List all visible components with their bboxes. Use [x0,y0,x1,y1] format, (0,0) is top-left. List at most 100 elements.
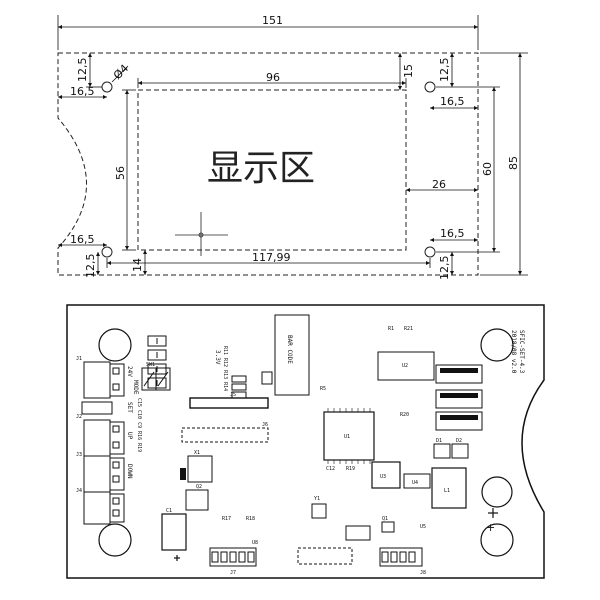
small-ic-left [180,468,186,480]
dim-tr-top: 12,5 [438,58,451,83]
dim-overall-width: 151 [262,14,283,27]
barcode-label: BAR CODE [286,335,293,364]
cap-c1 [161,513,187,551]
pcb-hole-tl [98,328,132,362]
ref-j2: J2 [76,414,82,420]
button-down-label: DOWN [126,464,133,479]
resistor-array [231,371,273,399]
display-area-label: 显示区 [207,148,315,189]
dim-br-bottom: 12,5 [438,256,451,281]
label-24v: 24V [126,366,133,377]
dim-display-right: 26 [432,178,446,191]
power-inductors [435,364,483,431]
ref-sw1: SW1 [146,362,155,368]
dim-display-height: 56 [114,166,127,180]
mount-hole-tl [101,81,113,93]
label-mode: MODE [132,380,139,395]
diode-d1 [433,443,451,459]
pcb-hole-bl [98,523,132,557]
ref-x1: X1 [194,450,200,456]
ref-l1: L1 [444,488,450,494]
button-up-label: UP [126,432,133,440]
header-j5 [189,397,269,409]
dim-tr-right: 16,5 [440,95,465,108]
mount-hole-tr [424,81,436,93]
plus-text: + [486,521,495,534]
mechanical-drawing: 151 85 96 56 60 117,99 12,5 16,5 Ø4 12,5… [57,14,528,281]
ref-u4: U4 [412,480,418,486]
ref-r20: R20 [400,412,409,418]
crystal-y1 [311,503,327,519]
dim-overall-height: 85 [507,156,520,170]
pcb-hole-tr [480,328,514,362]
diode-array [147,335,167,389]
inductor-l1 [431,467,467,509]
connector-j4 [83,491,125,525]
connector-j1 [83,361,125,399]
pcb-title-line2: 2018/08 v2.0 [510,330,517,374]
res-bank-2: C15 C10 C9 R16 R19 [136,398,142,452]
ref-u5: U5 [420,524,426,530]
board-outline [57,52,479,276]
ref-d2: D2 [456,438,462,444]
diode-d2 [451,443,469,459]
ref-j7: J7 [230,570,236,576]
ref-j5: J5 [230,392,236,398]
pcb-layout: BAR CODE [66,304,545,579]
ref-r1: R1 [388,326,394,332]
ref-j8: J8 [420,570,426,576]
dim-tl-top: 12,5 [76,58,89,83]
ref-u1: U1 [344,434,350,440]
ref-c1: C1 [166,508,172,514]
label-set: SET [126,402,133,413]
pcb-outline [66,304,545,579]
chip-x1 [187,455,213,483]
ref-r17: R17 [222,516,231,522]
display-area-rect [137,89,407,251]
ic-u2 [377,351,435,381]
dim-display-bottom: 14 [131,258,144,272]
header-bottom-left [209,547,257,567]
ref-u2: U2 [402,363,408,369]
ref-r18: R18 [246,516,255,522]
mount-hole-br [424,246,436,258]
ic-u4 [403,473,431,489]
dim-display-width: 96 [266,71,280,84]
ref-j1: J1 [76,356,82,362]
dim-display-top: 15 [402,64,415,78]
pcb-hole-mid [481,476,513,508]
ref-c12: C12 [326,466,335,472]
ic-u3 [371,461,401,489]
ref-r5: R5 [320,386,326,392]
connector-j2 [83,419,125,457]
connector-j3 [83,455,125,493]
ref-j6: J6 [262,422,268,428]
header-bottom-right [379,547,423,567]
voltage-label: 3.3V [214,350,221,365]
dim-bl-left: 16,5 [70,233,95,246]
dim-bl-bottom: 12,5 [84,254,97,279]
dim-hole-diameter: Ø4 [111,62,131,82]
header-j6 [181,427,269,443]
mount-hole-bl [101,246,113,258]
ref-u3: U3 [380,474,386,480]
center-crosshair [175,212,228,256]
pcb-title-line1: SFIC-SET-4.3 [518,330,525,374]
header-bottom-mid [297,547,353,565]
ref-r21: R21 [404,326,413,332]
dim-br-right: 16,5 [440,227,465,240]
res-bank-1: R11 R12 R13 R14 [222,346,228,391]
ref-q1: Q1 [382,516,388,522]
ref-y1: Y1 [314,496,320,502]
ic-u1 [323,411,375,461]
dim-hole-span-v: 60 [481,162,494,176]
connector-j8 [81,401,113,415]
ref-j4: J4 [76,488,82,494]
ref-q2: Q2 [196,484,202,490]
plus-marks [174,508,498,561]
dim-hole-span-h: 117,99 [252,251,291,264]
ref-d1: D1 [436,438,442,444]
pcb-hole-br [480,523,514,557]
chip-q1 [381,521,395,533]
